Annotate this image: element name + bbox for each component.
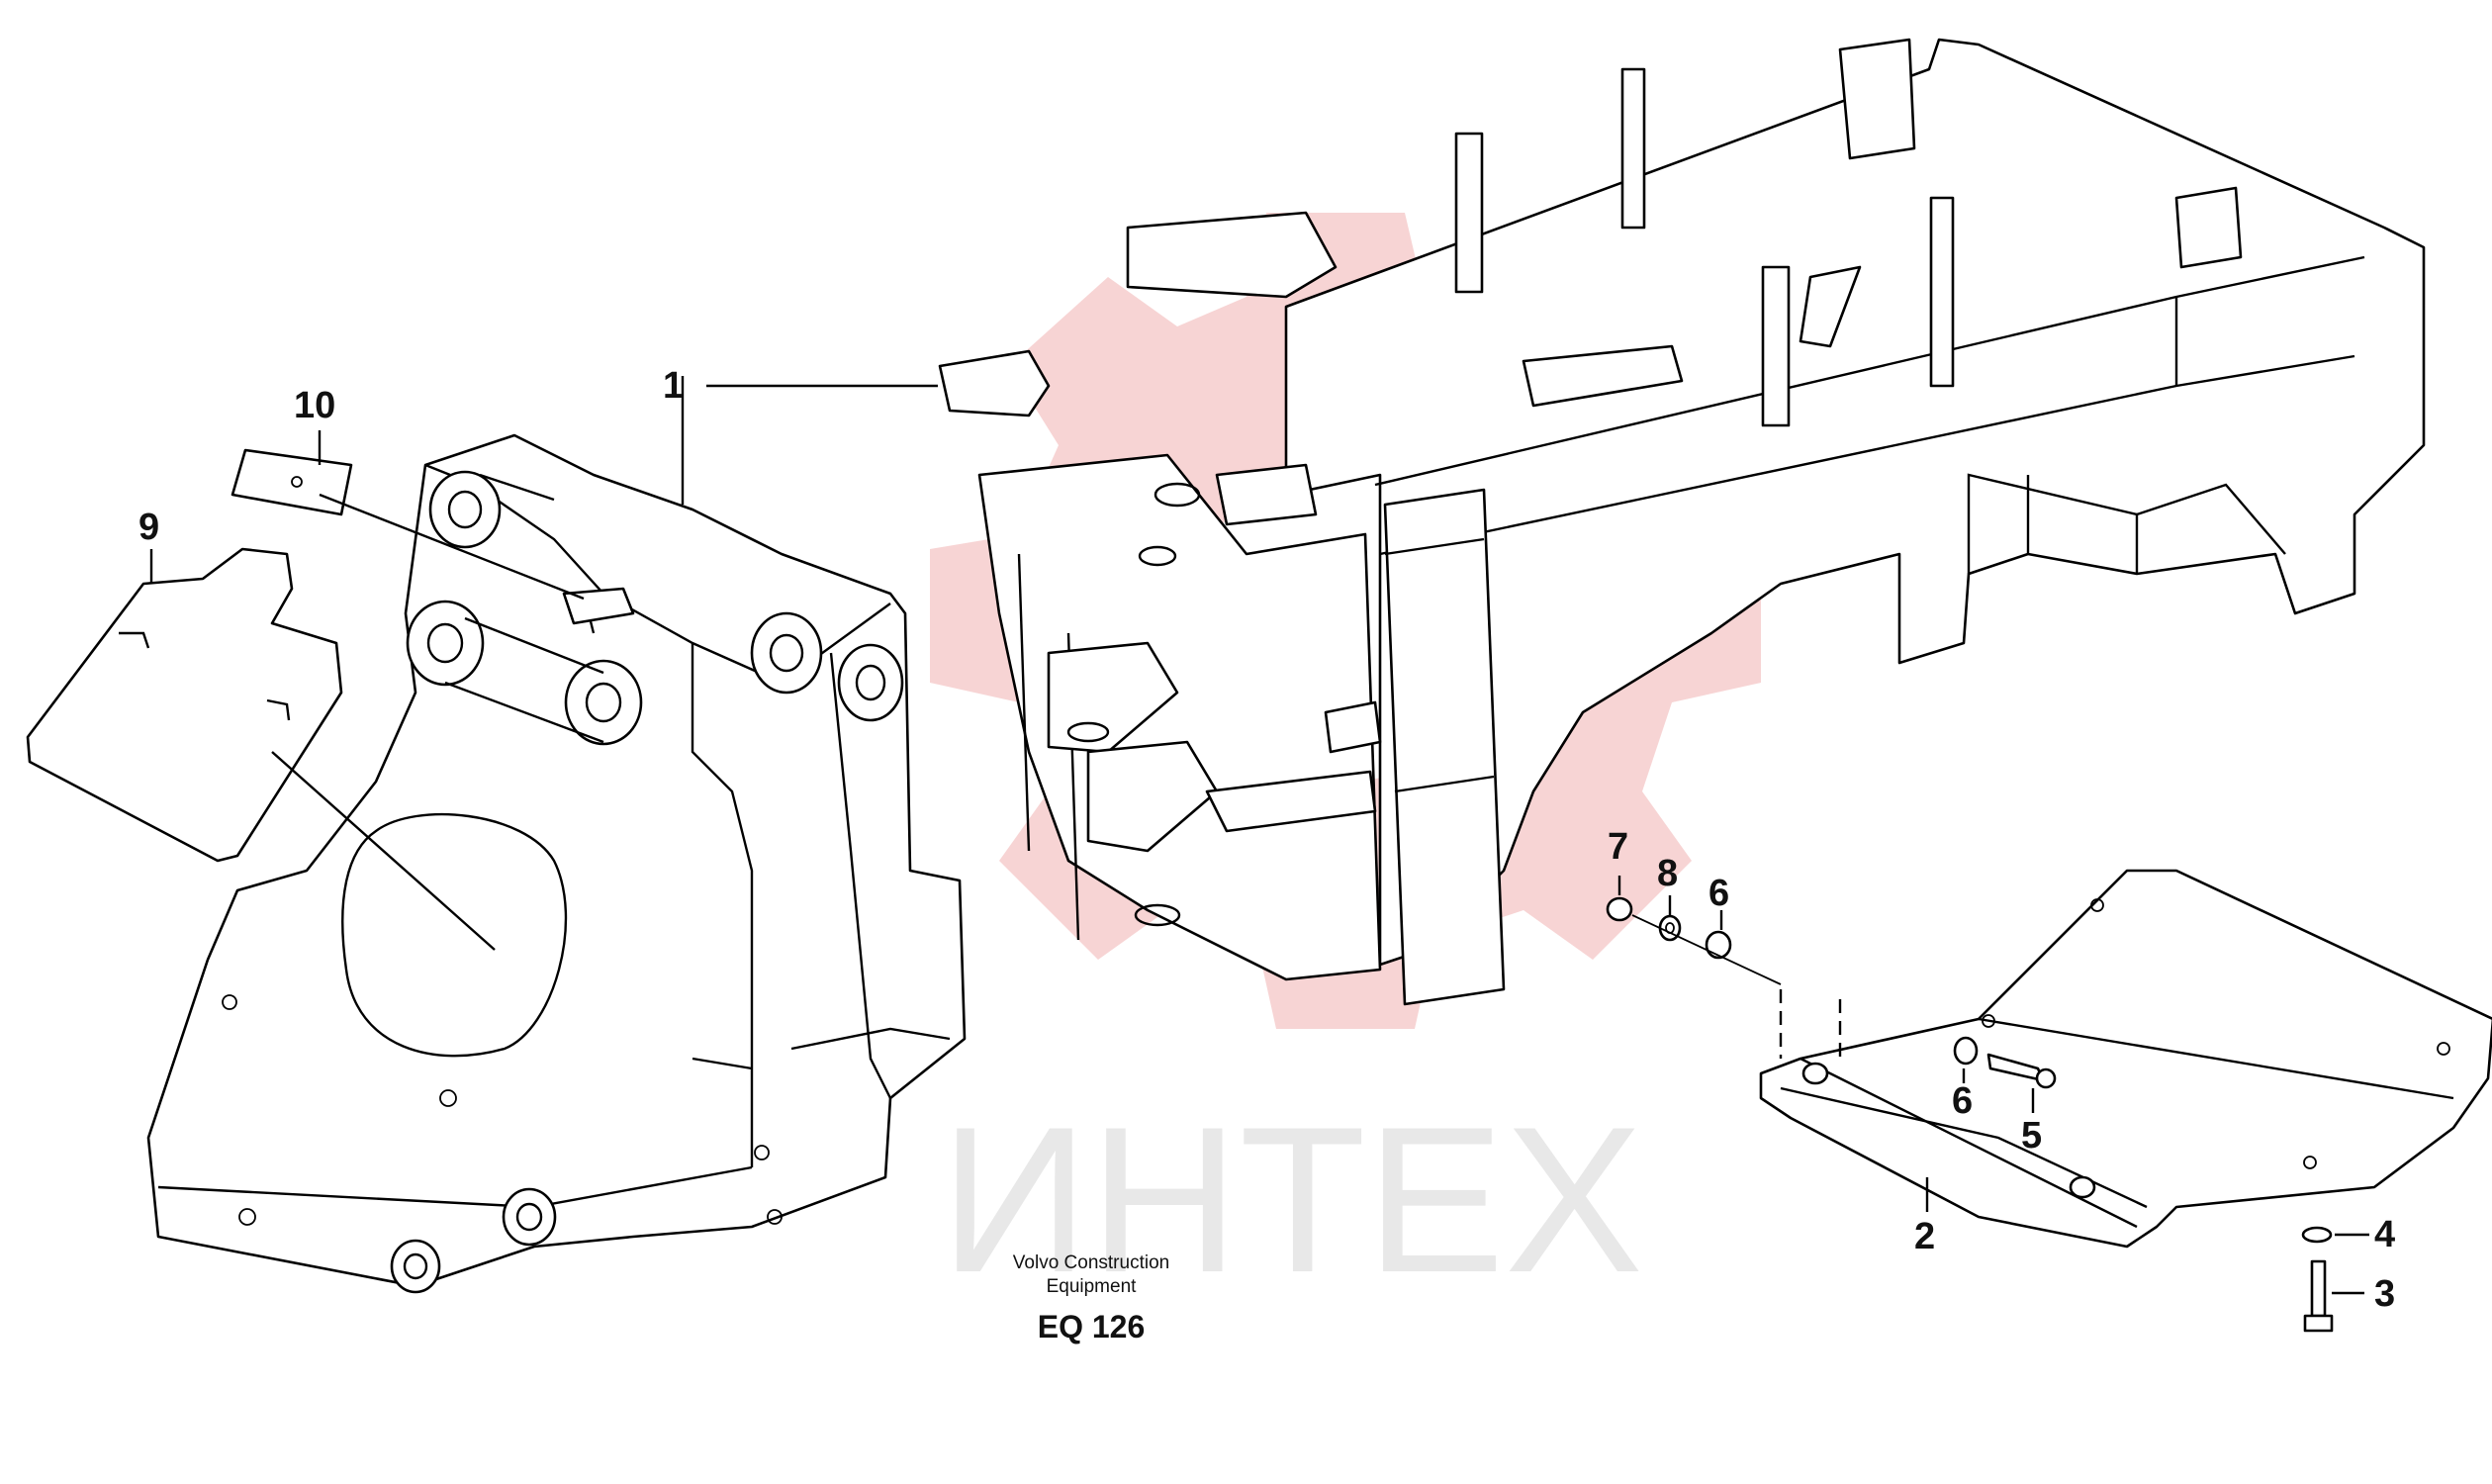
part-frame (938, 38, 2426, 1006)
part-10-label-plate (231, 448, 353, 516)
callout-7: 7 (1608, 826, 1628, 868)
post-4 (1929, 196, 1955, 388)
part-7-nut (1606, 896, 1633, 922)
part-9-plate (26, 547, 343, 863)
callout-2: 2 (1914, 1216, 1935, 1257)
callout-4: 4 (2374, 1214, 2395, 1255)
callout-9: 9 (138, 507, 159, 548)
callout-8: 8 (1657, 853, 1678, 894)
callout-labels: 1 2 3 4 5 6 6 7 8 9 10 (138, 365, 2395, 1315)
callout-5: 5 (2021, 1115, 2042, 1157)
callout-1: 1 (663, 365, 684, 407)
part-6-lower-washer (1953, 1036, 1979, 1066)
diagram-caption: Volvo Construction Equipment EQ 126 (1013, 1252, 1169, 1345)
callout-3: 3 (2374, 1273, 2395, 1315)
post-2 (1620, 67, 1646, 230)
watermark-text: ИНТЕХ (940, 1083, 1643, 1316)
callout-10: 10 (294, 385, 335, 426)
part-2-belly-plate (1759, 869, 2492, 1249)
leader-lines (149, 376, 2369, 1295)
part-6-upper-bushing (1705, 930, 1732, 960)
post-3 (1761, 265, 1791, 427)
caption-manufacturer-line1: Volvo Construction (1013, 1252, 1169, 1273)
callout-6-lower: 6 (1952, 1080, 1973, 1122)
part-4-washer (2301, 1226, 2333, 1244)
caption-code: EQ 126 (1038, 1309, 1146, 1345)
part-3-bolt (2310, 1259, 2327, 1318)
callout-6-upper: 6 (1708, 873, 1729, 914)
part-front-frame (146, 433, 967, 1294)
post-1 (1454, 132, 1484, 294)
caption-manufacturer-line2: Equipment (1047, 1276, 1138, 1297)
fasteners (1606, 896, 2334, 1333)
